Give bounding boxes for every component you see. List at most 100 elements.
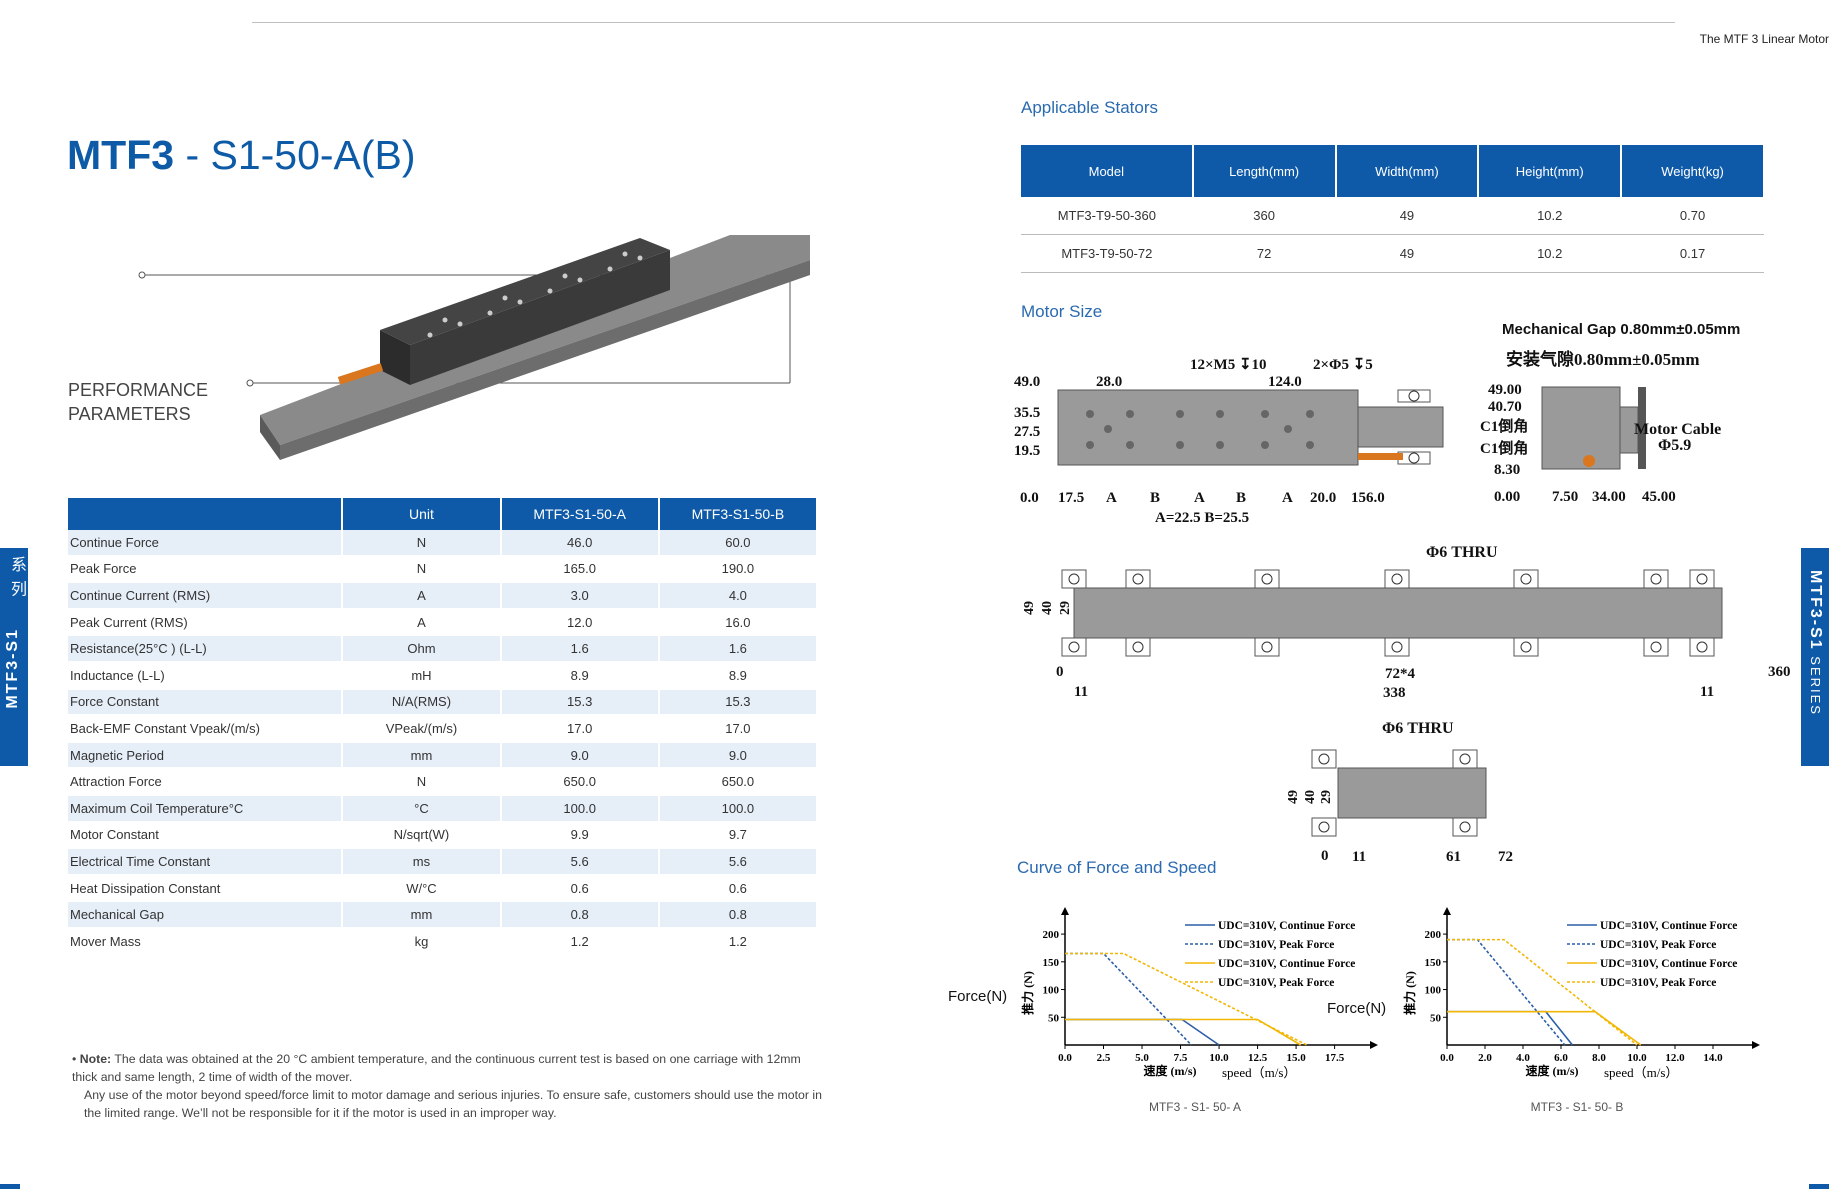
curves-heading: Curve of Force and Speed: [1017, 858, 1217, 877]
x-tick-label: 4.0: [1516, 1052, 1530, 1064]
x-axis-arrow: [1752, 1041, 1760, 1049]
legend-label: UDC=310V, Continue Force: [1600, 958, 1737, 970]
param-name: Heat Dissipation Constant: [68, 874, 344, 903]
value-a: 0.8: [500, 901, 660, 929]
value-a: 9.9: [500, 821, 660, 850]
param-name: Continue Current (RMS): [68, 582, 344, 610]
bottom-bar-right: [1809, 1184, 1829, 1189]
note-label: Note:: [79, 1052, 112, 1066]
left-label-1: 35.5: [1014, 405, 1040, 421]
x-axis-label-en: speed（m/s）: [1222, 1065, 1296, 1080]
value-a: 8.9: [500, 661, 660, 690]
param-name: Peak Force: [68, 555, 344, 584]
value-b: 190.0: [658, 555, 819, 584]
value-a: 5.6: [500, 848, 660, 876]
top-label-5: 2×Φ5 ↧5: [1313, 357, 1373, 373]
param-unit: kg: [342, 927, 502, 956]
param-name: Attraction Force: [68, 768, 344, 796]
stator360-l5: 11: [1700, 684, 1714, 700]
param-name: Inductance (L-L): [68, 661, 344, 690]
param-unit: mm: [342, 901, 502, 929]
stator-width: 49: [1335, 234, 1479, 273]
value-a: 1.2: [500, 927, 660, 956]
stators-header-width: Width(mm): [1335, 145, 1480, 197]
series-line: [1447, 938, 1566, 1046]
x-tick-label: 5.0: [1135, 1052, 1149, 1064]
value-a: 17.0: [500, 715, 660, 743]
left-label-2: 27.5: [1014, 424, 1040, 440]
stator72-h1: 49: [1286, 790, 1301, 804]
stator-model: MTF3-T9-50-72: [1021, 234, 1193, 273]
x-tick-label: 14.0: [1703, 1052, 1723, 1064]
y-axis-arrow: [1061, 907, 1069, 915]
stator360-l3: 72*4: [1385, 666, 1416, 682]
param-name: Electrical Time Constant: [68, 848, 344, 876]
stator360-h2: 40: [1040, 601, 1055, 615]
spec-header-row: Unit MTF3-S1-50-A MTF3-S1-50-B: [68, 498, 819, 530]
x-tick-label: 0.0: [1440, 1052, 1454, 1064]
y-axis-label: 推力 (N): [1402, 971, 1417, 1015]
stator-length: 72: [1192, 234, 1336, 273]
value-a: 1.6: [500, 635, 660, 663]
force-label-a: Force(N): [948, 988, 1008, 1005]
param-unit: VPeak/(m/s): [342, 715, 502, 743]
bottom-label-2: 17.5: [1058, 490, 1084, 506]
bottom-label-7: A: [1282, 490, 1293, 506]
stators-table: Model Length(mm) Width(mm) Height(mm) We…: [1021, 145, 1765, 273]
value-a: 9.0: [500, 741, 660, 770]
y-tick-label: 200: [1043, 929, 1060, 941]
side-tab-left: 系 列 MTF3-S1: [0, 548, 28, 766]
y-tick-label: 200: [1425, 929, 1442, 941]
stator-height: 10.2: [1478, 234, 1622, 273]
stator-width: 49: [1335, 197, 1479, 235]
x-tick-label: 17.5: [1325, 1052, 1345, 1064]
value-b: 15.3: [658, 688, 819, 717]
performance-label: PERFORMANCE PARAMETERS: [68, 378, 208, 426]
note-line-1: The data was obtained at the 20 °C ambie…: [72, 1052, 801, 1084]
motor-size-drawing: Mechanical Gap 0.80mm±0.05mm 安装气隙0.80mm±…: [1014, 321, 1791, 865]
x-tick-label: 12.0: [1665, 1052, 1685, 1064]
side-label-5: 8.30: [1494, 462, 1520, 478]
series-line: [1065, 952, 1192, 1046]
param-name: Maximum Coil Temperature°C: [68, 794, 344, 823]
note-line-2: Any use of the motor beyond speed/force …: [84, 1088, 822, 1120]
y-axis-arrow: [1443, 907, 1451, 915]
title-model: MTF3: [67, 132, 175, 178]
stator360-l2: 11: [1074, 684, 1088, 700]
param-name: Motor Constant: [68, 821, 344, 850]
performance-line-2: PARAMETERS: [68, 404, 191, 424]
stator360-l1: 0: [1056, 664, 1064, 680]
chart-caption: MTF3 - S1- 50- A: [1149, 1100, 1241, 1114]
stator360-hole: Φ6 THRU: [1426, 544, 1498, 561]
param-unit: Ohm: [342, 635, 502, 663]
value-b: 9.0: [658, 741, 819, 770]
param-unit: mH: [342, 661, 502, 690]
bottom-bar-left: [0, 1184, 20, 1189]
param-unit: N: [342, 768, 502, 796]
value-b: 0.6: [658, 874, 819, 903]
side-tab-left-text: MTF3-S1: [4, 628, 21, 709]
bottom-label-9: 156.0: [1351, 490, 1385, 506]
param-unit: ms: [342, 848, 502, 876]
stators-header-model: Model: [1021, 145, 1194, 197]
side-tab-cn: 系 列: [8, 556, 25, 599]
value-b: 60.0: [658, 530, 819, 557]
param-name: Force Constant: [68, 688, 344, 717]
motor-image: [138, 235, 810, 460]
side-tab-right: MTF3-S1 SERIES: [1801, 548, 1829, 766]
stators-heading: Applicable Stators: [1021, 98, 1159, 117]
stator72-h3: 29: [1319, 790, 1334, 804]
stators-header-row: Model Length(mm) Width(mm) Height(mm) We…: [1021, 145, 1765, 197]
